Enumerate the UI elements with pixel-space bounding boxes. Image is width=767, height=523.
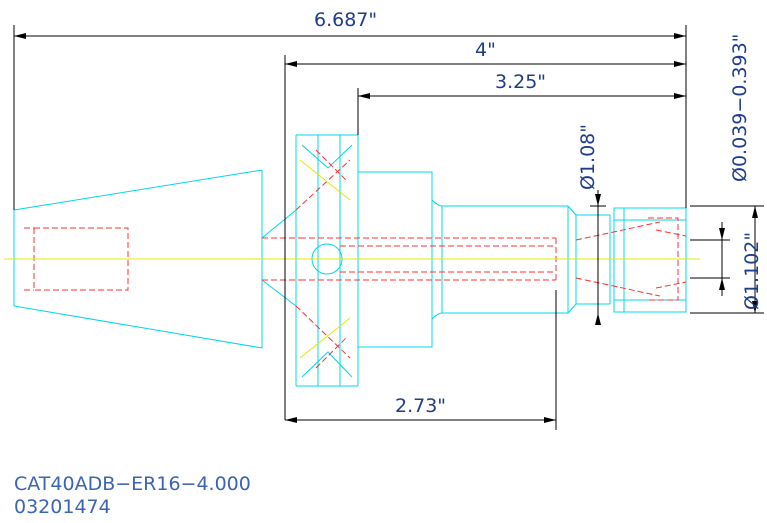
dim-gauge-length: 4"	[475, 39, 496, 61]
dim-clamp-diameter: Ø1.102"	[741, 232, 763, 310]
flange-centerline	[299, 159, 351, 359]
dim-collet-range: Ø0.039−0.393"	[729, 34, 751, 182]
catalog-number: 03201474	[14, 496, 111, 518]
part-number: CAT40ADB−ER16−4.000	[14, 473, 251, 495]
dim-overall-length: 6.687"	[314, 9, 377, 31]
tool-holder-outline	[13, 134, 687, 387]
dim-nut-diameter: Ø1.08"	[577, 124, 599, 190]
dim-shank-length: 2.73"	[395, 395, 446, 417]
dim-body-length: 3.25"	[495, 71, 546, 93]
dimension-lines	[13, 25, 764, 430]
